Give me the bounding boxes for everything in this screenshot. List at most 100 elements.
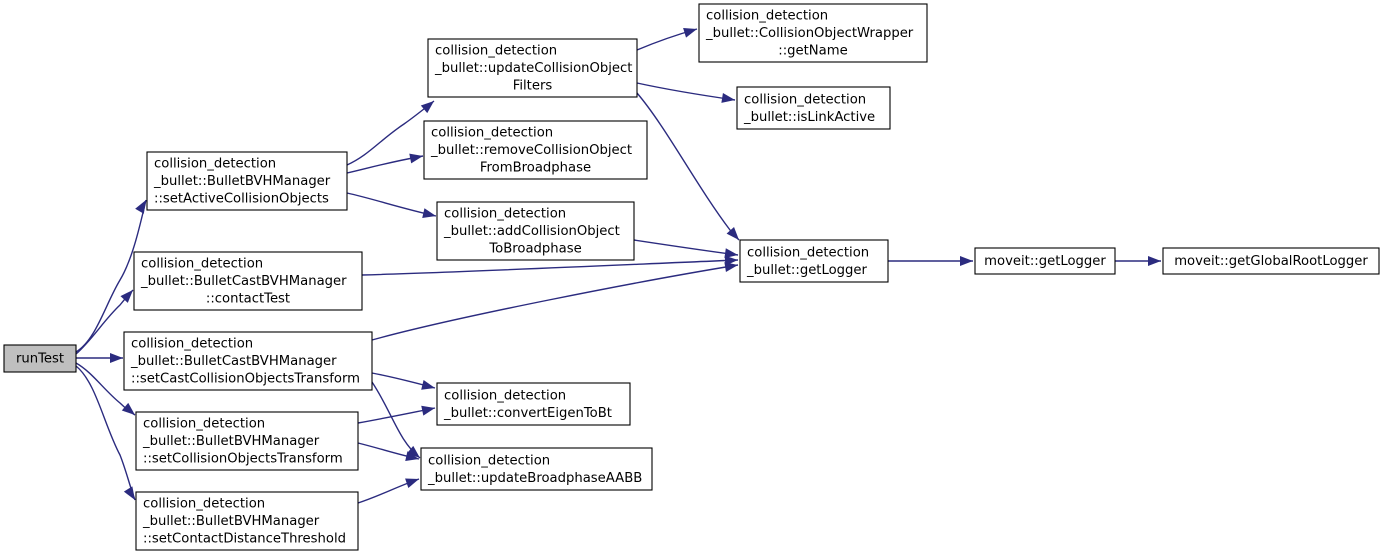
node-label-line: _bullet::BulletBVHManager: [142, 514, 320, 529]
node-label-line: _bullet::isLinkActive: [743, 110, 875, 125]
node-label-line: collision_detection: [143, 497, 265, 512]
graph-edge: [75, 199, 147, 353]
node-box[interactable]: [436, 382, 631, 426]
arrowhead-icon: [135, 200, 146, 214]
node-label-line: collision_detection: [435, 44, 557, 59]
node-label-line: collision_detection: [444, 207, 566, 222]
arrowhead-icon: [409, 153, 423, 164]
node-label-line: _bullet::updateBroadphaseAABB: [427, 471, 642, 486]
node-box[interactable]: [698, 3, 928, 63]
arrowhead-icon: [960, 256, 973, 266]
node-label-line: runTest: [16, 352, 64, 367]
node-label-line: _bullet::removeCollisionObject: [430, 143, 632, 158]
node-label-line: collision_detection: [131, 337, 253, 352]
graph-node-updateBroadphaseAABB[interactable]: collision_detection_bullet::updateBroadp…: [420, 447, 653, 491]
graph-edge: [636, 92, 740, 241]
graph-node-moveitGetLogger[interactable]: moveit::getLogger: [974, 247, 1116, 275]
arrowhead-icon: [683, 28, 697, 38]
node-box[interactable]: [135, 411, 359, 471]
node-box[interactable]: [974, 247, 1116, 275]
node-label-line: _bullet::BulletCastBVHManager: [130, 354, 337, 369]
graph-node-setCollisionObjectsTransform[interactable]: collision_detection_bullet::BulletBVHMan…: [135, 411, 359, 471]
arrowhead-icon: [421, 405, 435, 416]
node-label-line: _bullet::getLogger: [746, 263, 868, 278]
arrowhead-icon: [724, 248, 738, 259]
node-box[interactable]: [427, 38, 638, 98]
node-label-line: _bullet::CollisionObjectWrapper: [705, 26, 914, 41]
graph-node-setActiveCollisionObjects[interactable]: collision_detection_bullet::BulletBVHMan…: [146, 151, 348, 211]
graph-edge: [636, 82, 736, 101]
node-label-line: ::getName: [778, 44, 847, 59]
arrowhead-icon: [120, 290, 133, 303]
graph-edge: [346, 100, 435, 166]
node-box[interactable]: [135, 491, 359, 551]
node-box[interactable]: [123, 331, 373, 391]
node-label-line: ::setActiveCollisionObjects: [154, 192, 329, 207]
node-label-line: FromBroadphase: [480, 161, 591, 176]
node-label-line: collision_detection: [154, 157, 276, 172]
graph-node-convertEigenToBt[interactable]: collision_detection_bullet::convertEigen…: [436, 382, 631, 426]
arrowhead-icon: [405, 478, 419, 488]
node-box[interactable]: [736, 86, 891, 130]
node-label-line: moveit::getLogger: [984, 254, 1106, 269]
node-label-line: _bullet::convertEigenToBt: [443, 406, 612, 421]
graph-node-addCollisionObjectToBroadphase[interactable]: collision_detection_bullet::addCollision…: [436, 201, 635, 261]
node-label-line: ::setContactDistanceThreshold: [143, 532, 346, 547]
node-box[interactable]: [133, 251, 363, 311]
graph-node-isLinkActive[interactable]: collision_detection_bullet::isLinkActive: [736, 86, 891, 130]
graph-edge: [346, 192, 437, 217]
arrowhead-icon: [1148, 256, 1161, 266]
node-label-line: collision_detection: [444, 388, 566, 403]
node-box[interactable]: [420, 447, 653, 491]
graph-node-contactTest[interactable]: collision_detection_bullet::BulletCastBV…: [133, 251, 363, 311]
graph-node-getLogger[interactable]: collision_detection_bullet::getLogger: [739, 239, 889, 283]
arrowhead-icon: [724, 262, 738, 272]
node-label-line: collision_detection: [428, 453, 550, 468]
node-label-line: _bullet::BulletCastBVHManager: [140, 274, 347, 289]
graph-node-runTest[interactable]: runTest: [3, 344, 77, 373]
graph-node-removeCollisionObjectFromBroadphase[interactable]: collision_detection_bullet::removeCollis…: [423, 120, 648, 180]
graph-node-moveitGetGlobalRootLogger[interactable]: moveit::getGlobalRootLogger: [1162, 247, 1380, 275]
node-label-line: Filters: [513, 79, 553, 94]
node-label-line: ToBroadphase: [488, 242, 581, 257]
node-label-line: collision_detection: [431, 126, 553, 141]
node-box[interactable]: [423, 120, 648, 180]
graph-node-updateCollisionObjectFilters[interactable]: collision_detection_bullet::updateCollis…: [427, 38, 638, 98]
node-label-line: ::contactTest: [206, 292, 290, 307]
graph-edge: [75, 365, 136, 501]
node-label-line: ::setCastCollisionObjectsTransform: [131, 372, 360, 387]
graph-node-CollisionObjectWrapperGetName[interactable]: collision_detection_bullet::CollisionObj…: [698, 3, 928, 63]
graph-node-setCastCollisionObjectsTransform[interactable]: collision_detection_bullet::BulletCastBV…: [123, 331, 373, 391]
node-label-line: _bullet::updateCollisionObject: [434, 61, 632, 76]
graph-node-setContactDistanceThreshold[interactable]: collision_detection_bullet::BulletBVHMan…: [135, 491, 359, 551]
arrowhead-icon: [110, 353, 123, 363]
node-box[interactable]: [1162, 247, 1380, 275]
arrowhead-icon: [123, 486, 135, 500]
node-label-line: moveit::getGlobalRootLogger: [1174, 254, 1368, 269]
node-label-line: collision_detection: [143, 417, 265, 432]
arrowhead-icon: [726, 226, 739, 240]
arrowhead-icon: [405, 451, 419, 461]
arrowheads-layer: [110, 28, 1161, 500]
node-label-line: collision_detection: [706, 9, 828, 24]
node-box[interactable]: [436, 201, 635, 261]
node-label-line: collision_detection: [747, 245, 869, 260]
graph-edge: [633, 239, 739, 256]
arrowhead-icon: [406, 445, 420, 458]
node-label-line: ::setCollisionObjectsTransform: [143, 452, 343, 467]
arrowhead-icon: [420, 101, 434, 114]
arrowhead-icon: [121, 402, 135, 415]
arrowhead-icon: [721, 93, 735, 103]
node-label-line: collision_detection: [141, 257, 263, 272]
node-label-line: collision_detection: [744, 92, 866, 107]
node-box[interactable]: [3, 344, 77, 373]
node-box[interactable]: [739, 239, 889, 283]
arrowhead-icon: [422, 208, 436, 218]
graph-edge: [361, 259, 739, 276]
node-label-line: _bullet::BulletBVHManager: [142, 434, 320, 449]
graph-edge: [371, 264, 739, 341]
node-box[interactable]: [146, 151, 348, 211]
edges-layer: [75, 28, 1161, 504]
